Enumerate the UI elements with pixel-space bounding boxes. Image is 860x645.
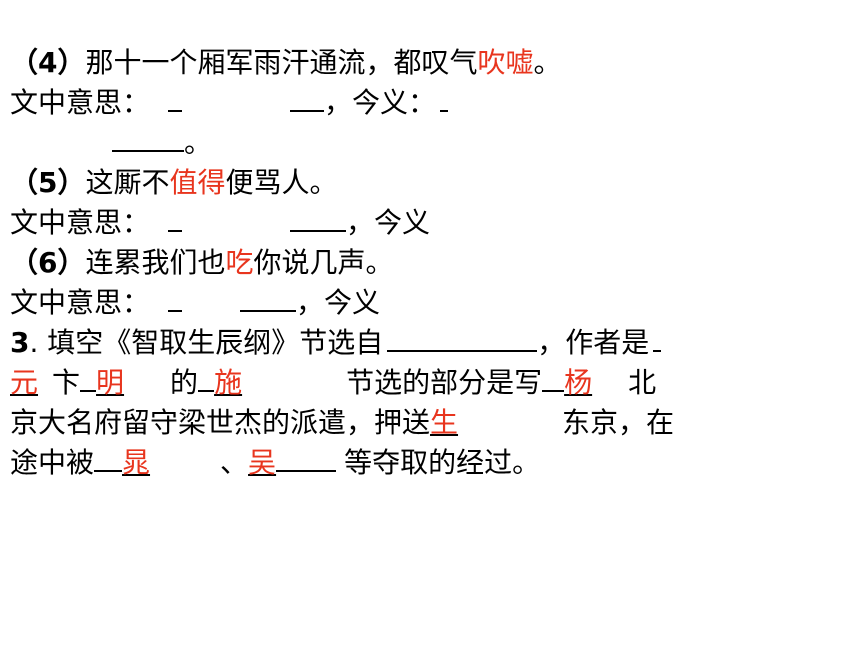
fill-line-3-pre: 途中被 [10, 446, 95, 479]
q5-number: （5） [10, 166, 86, 199]
fill-blank-author[interactable] [653, 326, 662, 352]
q4-blank-b[interactable] [290, 86, 325, 112]
q4-keyword: 吹嘘 [477, 46, 534, 79]
q5-sentence: （5）这厮不值得便骂人。 [10, 163, 338, 203]
fill-blank-mid [80, 366, 97, 392]
q4-end: 。 [184, 126, 213, 159]
fill-line-3-post: 等夺取的经过。 [344, 446, 541, 479]
q4-modern-label: ，今义： [324, 86, 437, 119]
fill-number: 3 [10, 326, 30, 359]
q6-text: 连累我们也 [85, 246, 226, 279]
q4-sentence: （4）那十一个厢军雨汗通流，都叹气吹嘘。 [10, 43, 562, 83]
q5-modern-label: ，今义 [346, 206, 431, 239]
q5-rest: 便骂人。 [225, 166, 338, 199]
fill-blank-source[interactable] [387, 326, 538, 352]
fill-blank-chao-pre [94, 446, 123, 472]
q6-blank-b[interactable] [240, 286, 297, 312]
fill-answer-2: 卞 [52, 366, 81, 399]
fill-answer-8: 北 [628, 366, 657, 399]
q5-keyword: 值得 [169, 166, 226, 199]
q6-meaning-line: 文中意思： ，今义 [10, 283, 380, 323]
q6-rest: 你说几声。 [253, 246, 394, 279]
fill-answer-5: 施 [214, 366, 243, 399]
q4-blank-c[interactable] [440, 86, 449, 112]
fill-answer-7: 杨 [564, 366, 593, 399]
fill-answer-9: 生 [430, 406, 459, 439]
q5-blank-b[interactable] [290, 206, 347, 232]
fill-separator: 、 [220, 446, 249, 479]
fill-answer-12: 吴 [248, 446, 277, 479]
q6-keyword: 吃 [225, 246, 254, 279]
fill-author-label: ，作者是 [537, 326, 650, 359]
q4-meaning-line2: 。 [112, 123, 212, 163]
q5-meaning-label: 文中意思： [10, 206, 151, 239]
q4-meaning-label: 文中意思： [10, 86, 151, 119]
q6-blank-a[interactable] [168, 286, 183, 312]
fill-answer-4: 的 [170, 366, 199, 399]
fill-line-2-text: 京大名府留守梁世杰的派遣，押送 [10, 406, 431, 439]
q4-blank-a[interactable] [168, 86, 183, 112]
q6-meaning-label: 文中意思： [10, 286, 151, 319]
q5-text: 这厮不 [85, 166, 170, 199]
fill-blank-yang-pre [542, 366, 565, 392]
q4-period: 。 [533, 46, 562, 79]
q6-modern-label: ，今义 [296, 286, 381, 319]
q4-blank-d[interactable] [112, 126, 184, 152]
q4-meaning-line: 文中意思： ，今义： [10, 83, 449, 123]
fill-line-4: 途中被晁 、吴 等夺取的经过。 [10, 443, 540, 483]
fill-answer-3: 明 [96, 366, 125, 399]
fill-line-3: 京大名府留守梁世杰的派遣，押送生 东京，在 [10, 403, 674, 443]
fill-answer-10: 东京，在 [562, 406, 675, 439]
q4-number: （4） [10, 46, 86, 79]
q5-meaning-line: 文中意思： ，今义 [10, 203, 430, 243]
fill-line-1: 3. 填空《智取生辰纲》节选自 ，作者是 [10, 323, 662, 363]
fill-excerpt-text: 节选的部分是写 [346, 366, 543, 399]
q4-text: 那十一个厢军雨汗通流，都叹气 [85, 46, 478, 79]
fill-line-2: 元卞明 的施 节选的部分是写杨 北 [10, 363, 656, 403]
fill-answer-11: 晁 [122, 446, 151, 479]
fill-intro: . 填空《智取生辰纲》节选自 [29, 326, 384, 359]
q6-sentence: （6）连累我们也吃你说几声。 [10, 243, 394, 283]
fill-blank-wu[interactable] [276, 446, 337, 472]
q5-blank-a[interactable] [168, 206, 183, 232]
fill-answer-1: 元 [10, 366, 39, 399]
q6-number: （6） [10, 246, 86, 279]
fill-blank-shi-pre [198, 366, 215, 392]
